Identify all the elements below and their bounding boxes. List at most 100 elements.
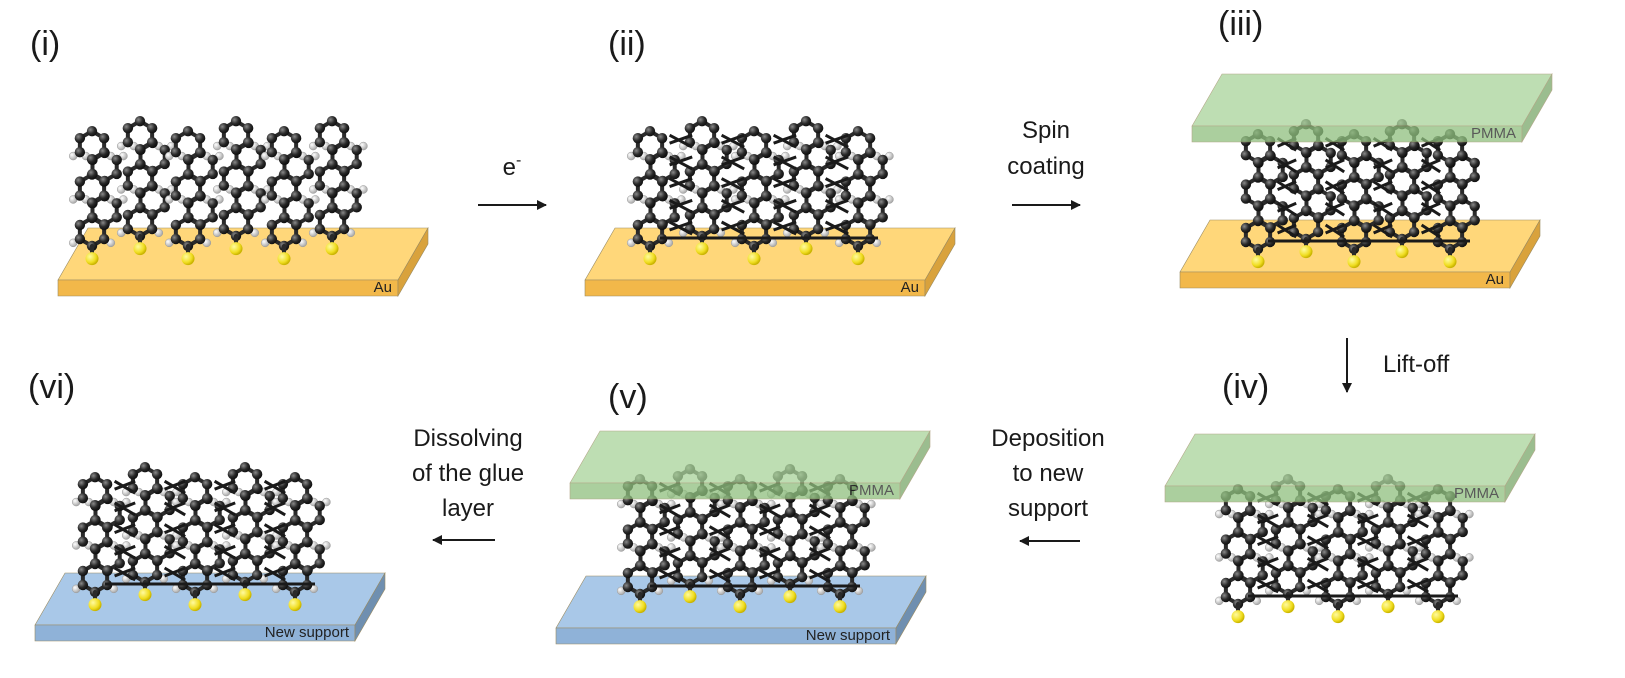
step-label-deposition-2: to new <box>1013 460 1084 487</box>
carbon-atom <box>218 137 230 148</box>
carbon-atom <box>135 158 146 170</box>
crosslink-bond <box>1420 202 1442 217</box>
crosslink-bond <box>214 544 236 556</box>
carbon-atom <box>303 212 314 223</box>
crosslink-bond <box>772 155 797 171</box>
carbon-atom <box>151 469 163 480</box>
carbon-atom <box>290 147 302 158</box>
crosslink-bond <box>708 547 731 562</box>
carbon-atom <box>266 190 278 201</box>
crosslink-bond <box>721 198 745 210</box>
carbon-atom <box>644 154 656 165</box>
carbon-atom <box>709 165 720 177</box>
carbon-atom <box>189 500 201 511</box>
carbon-atom <box>314 137 326 148</box>
carbon-atom <box>290 514 301 526</box>
carbon-atom <box>122 123 134 134</box>
pmma-layer-iv-label: PMMA <box>1454 485 1499 502</box>
carbon-atom <box>1245 533 1256 545</box>
carbon-atom <box>1421 147 1432 159</box>
carbon-atom <box>708 137 720 148</box>
carbon-atom <box>1360 150 1372 161</box>
carbon-atom <box>301 479 313 490</box>
crosslink-bond <box>213 523 236 538</box>
crosslink-bond <box>708 525 731 540</box>
carbon-atom <box>734 502 746 513</box>
carbon-atom <box>1457 222 1468 233</box>
carbon-atom <box>669 212 680 223</box>
carbon-atom <box>1444 157 1456 168</box>
crosslink-bond <box>1421 158 1441 170</box>
carbon-atom <box>252 511 263 523</box>
carbon-atom <box>182 154 194 165</box>
carbon-atom <box>90 514 101 526</box>
crosslink-bond <box>1324 158 1346 174</box>
carbon-atom <box>1444 505 1456 516</box>
crosslink-bond <box>825 155 849 167</box>
carbon-atom <box>853 212 864 223</box>
carbon-atom <box>351 188 362 199</box>
carbon-atom <box>697 158 708 170</box>
carbon-atom <box>735 560 746 571</box>
carbon-atom <box>338 180 350 191</box>
crosslink-bond <box>758 503 781 519</box>
au-substrate-ii-front-face <box>584 279 926 297</box>
crosslink-bond <box>113 523 136 538</box>
sulfur-atom <box>683 590 697 604</box>
carbon-atom <box>1232 512 1244 523</box>
crosslink-bond <box>709 525 731 536</box>
au-substrate-ii-side-face <box>924 226 956 298</box>
carbon-atom <box>98 147 110 158</box>
carbon-atom <box>1332 512 1344 523</box>
carbon-atom <box>230 187 242 198</box>
carbon-atom <box>1409 168 1420 180</box>
crosslink-bond <box>721 155 745 167</box>
carbon-atom <box>135 202 146 213</box>
sulfur-atom <box>1331 610 1345 624</box>
crosslink-bond <box>825 133 849 145</box>
crosslink-bond <box>1406 557 1429 572</box>
carbon-atom <box>622 581 634 593</box>
carbon-atom <box>1300 190 1312 201</box>
carbon-atom <box>1349 171 1360 183</box>
sulfur-atom <box>833 600 847 614</box>
sulfur-atom <box>181 252 195 266</box>
crosslink-bond <box>668 220 693 236</box>
carbon-atom <box>314 500 325 512</box>
carbon-atom <box>147 165 158 177</box>
carbon-atom <box>164 534 175 545</box>
carbon-atom <box>635 560 646 571</box>
crosslink-bond <box>1356 578 1379 594</box>
new-support-vi: New support <box>34 571 386 643</box>
sulfur-atom <box>1299 245 1313 259</box>
carbon-atom <box>1421 191 1432 202</box>
sulfur-atom <box>643 252 657 266</box>
crosslink-bond <box>164 479 186 491</box>
crosslink-bond <box>759 503 781 515</box>
carbon-atom <box>708 180 720 191</box>
carbon-atom <box>800 187 812 198</box>
carbon-atom <box>127 469 139 480</box>
carbon-atom <box>812 223 824 235</box>
carbon-atom <box>1444 200 1456 211</box>
crosslink-bond <box>1372 202 1394 217</box>
carbon-atom <box>339 209 350 220</box>
crosslink-bond <box>114 523 136 534</box>
crosslink-bond <box>113 501 136 517</box>
crosslink-bond <box>758 568 781 584</box>
crosslink-bond <box>164 523 186 534</box>
carbon-atom <box>788 209 800 221</box>
crosslink-bond <box>263 501 286 517</box>
nanomembrane-iv <box>1214 474 1474 624</box>
crosslink-bond <box>1373 201 1393 213</box>
carbon-atom <box>227 555 239 567</box>
carbon-atom <box>647 523 658 535</box>
crosslink-bond <box>1356 513 1379 529</box>
crosslink-bond <box>709 503 731 515</box>
carbon-atom <box>214 558 225 569</box>
carbon-atom <box>102 521 113 533</box>
molecule-5 <box>260 126 320 266</box>
sulfur-atom <box>633 600 647 614</box>
crosslink-bond <box>164 566 186 578</box>
carbon-atom <box>99 219 110 230</box>
